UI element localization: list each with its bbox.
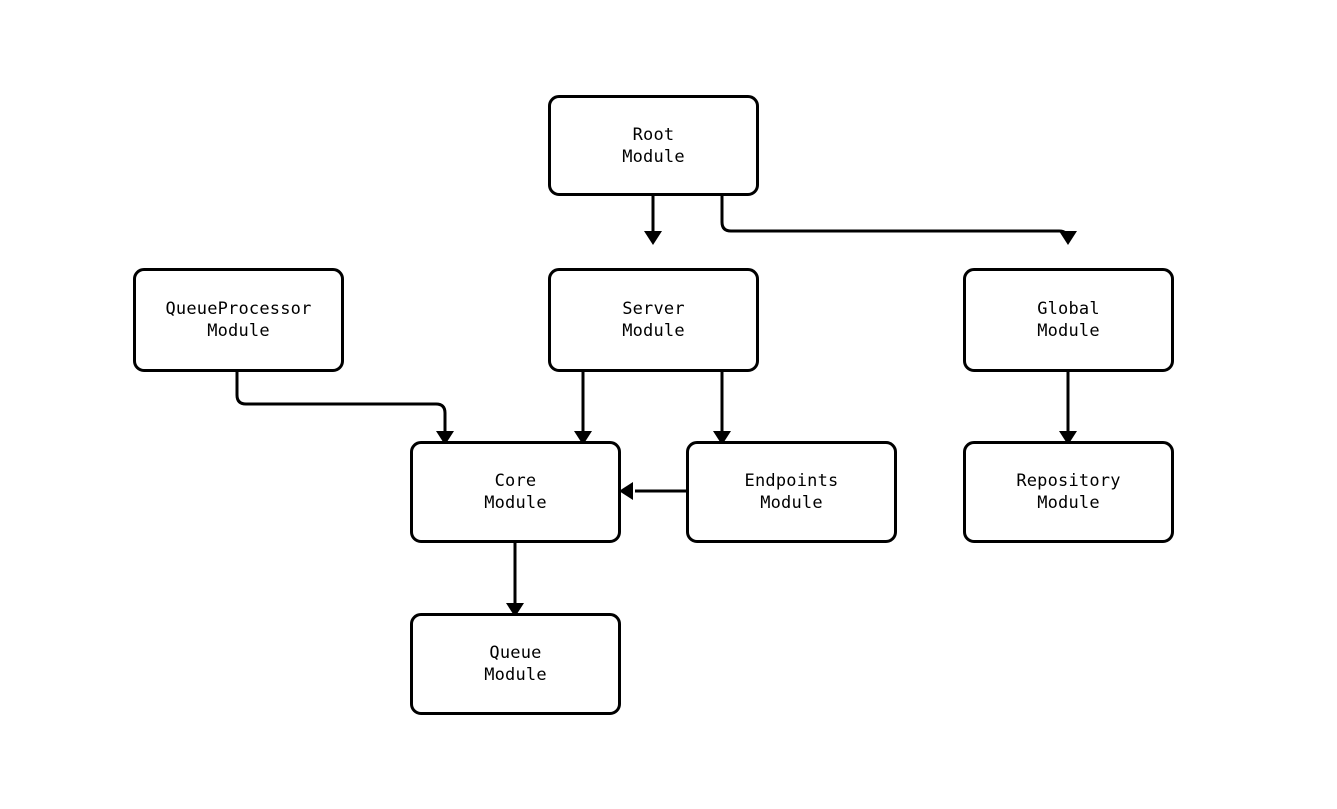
arrow-server-to-core — [574, 431, 592, 445]
arrowhead-group — [436, 231, 1077, 617]
arrow-root-to-server — [644, 231, 662, 245]
node-label-line2: Module — [622, 146, 685, 167]
node-label-line2: Module — [622, 321, 685, 341]
arrow-core-to-queue — [506, 603, 524, 617]
edge-path-group — [235, 196, 1070, 604]
node-label-line1: Root — [632, 124, 675, 145]
node-label-line1: Repository — [1016, 471, 1121, 491]
node-label-line2: Module — [207, 321, 270, 341]
node-label-line2: Module — [1037, 321, 1100, 341]
node-label-line2: Module — [760, 493, 823, 513]
arrow-endpoints-to-core — [619, 482, 633, 500]
node-label-line2: Module — [484, 493, 547, 513]
node-label-line2: Module — [484, 665, 547, 685]
node-label-line1: QueueProcessor — [165, 299, 312, 319]
arrow-root-to-global — [1059, 231, 1077, 245]
arrow-server-to-endpoints — [713, 431, 731, 445]
edge-queueprocessor-to-core — [235, 372, 447, 432]
node-label-line1: Server — [622, 299, 685, 319]
node-label-line1: Queue — [489, 643, 542, 663]
arrow-global-to-repository — [1059, 431, 1077, 445]
node-label-line1: Global — [1037, 299, 1100, 319]
edge-root-to-global — [720, 196, 1070, 242]
arrow-queueprocessor-to-core — [436, 431, 454, 445]
node-label-line1: Endpoints — [744, 471, 839, 491]
node-label-line1: Core — [494, 471, 537, 491]
node-label-line2: Module — [1037, 493, 1100, 513]
